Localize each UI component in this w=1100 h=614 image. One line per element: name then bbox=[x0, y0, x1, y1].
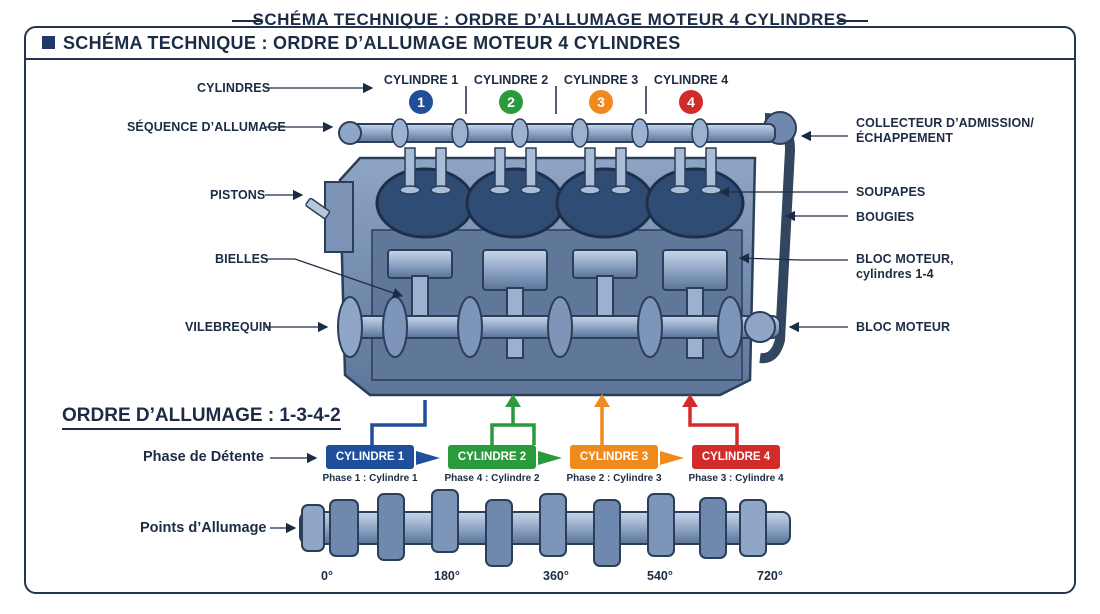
degree-0: 0° bbox=[321, 569, 333, 583]
label-cylindres: CYLINDRES bbox=[197, 81, 271, 95]
cylinder-2-heading: CYLINDRE 2 bbox=[473, 73, 549, 87]
label-collecteur-line1: COLLECTEUR D’ADMISSION/ bbox=[856, 116, 1034, 130]
cylinder-3-badge: 3 bbox=[589, 90, 613, 114]
label-collecteur-line2: ÉCHAPPEMENT bbox=[856, 131, 953, 145]
phase-caption-3: Phase 2 : Cylindre 3 bbox=[566, 473, 662, 484]
heading-dividers bbox=[465, 86, 647, 114]
camshaft bbox=[338, 118, 776, 148]
phase-caption-4: Phase 3 : Cylindre 4 bbox=[688, 473, 784, 484]
degree-540: 540° bbox=[647, 569, 673, 583]
diagram-frame bbox=[24, 26, 1076, 594]
pistons bbox=[387, 249, 728, 291]
lower-crankshaft bbox=[270, 489, 791, 567]
firing-box-cylinder-2: CYLINDRE 2 bbox=[448, 445, 536, 469]
top-title: SCHÉMA TECHNIQUE : ORDRE D’ALLUMAGE MOTE… bbox=[252, 10, 848, 29]
degree-720: 720° bbox=[757, 569, 783, 583]
label-vilebrequin: VILEBREQUIN bbox=[185, 320, 272, 334]
cylinder-bores bbox=[375, 167, 745, 239]
degree-180: 180° bbox=[434, 569, 460, 583]
degree-360: 360° bbox=[543, 569, 569, 583]
label-bougies: BOUGIES bbox=[856, 210, 915, 224]
firing-box-cylinder-1: CYLINDRE 1 bbox=[326, 445, 414, 469]
phase-caption-2: Phase 4 : Cylindre 2 bbox=[444, 473, 540, 484]
firing-connectors bbox=[370, 394, 739, 465]
label-bloc-moteur-line1: BLOC MOTEUR, bbox=[856, 252, 954, 266]
label-soupapes: SOUPAPES bbox=[856, 185, 926, 199]
left-leaders bbox=[265, 82, 404, 333]
top-rule-right bbox=[838, 20, 868, 22]
cylinder-1-heading: CYLINDRE 1 bbox=[383, 73, 459, 87]
right-leaders bbox=[718, 130, 848, 333]
points-row-label: Points d’Allumage bbox=[140, 520, 267, 536]
label-bielles: BIELLES bbox=[215, 252, 269, 266]
cylinder-4-heading: CYLINDRE 4 bbox=[653, 73, 729, 87]
spark-plug bbox=[305, 197, 331, 219]
cylinder-1-badge: 1 bbox=[409, 90, 433, 114]
phase-caption-1: Phase 1 : Cylindre 1 bbox=[322, 473, 418, 484]
title-separator bbox=[26, 58, 1074, 60]
firing-box-cylinder-3: CYLINDRE 3 bbox=[570, 445, 658, 469]
label-pistons: PISTONS bbox=[210, 188, 266, 202]
firing-box-cylinder-4: CYLINDRE 4 bbox=[692, 445, 780, 469]
cylinder-3-heading: CYLINDRE 3 bbox=[563, 73, 639, 87]
phase-row-label: Phase de Détente bbox=[143, 449, 264, 465]
firing-order-title: ORDRE D’ALLUMAGE : 1-3-4-2 bbox=[62, 405, 341, 430]
frame-title: SCHÉMA TECHNIQUE : ORDRE D’ALLUMAGE MOTE… bbox=[42, 33, 681, 54]
cylinder-2-badge: 2 bbox=[499, 90, 523, 114]
cylinder-4-badge: 4 bbox=[679, 90, 703, 114]
top-rule-left bbox=[232, 20, 262, 22]
label-bloc-moteur-line2: cylindres 1-4 bbox=[856, 267, 934, 281]
crankshaft bbox=[337, 296, 781, 358]
valves bbox=[399, 147, 722, 195]
label-sequence-allumage: SÉQUENCE D’ALLUMAGE bbox=[127, 120, 286, 134]
label-bloc-moteur: BLOC MOTEUR bbox=[856, 320, 951, 334]
